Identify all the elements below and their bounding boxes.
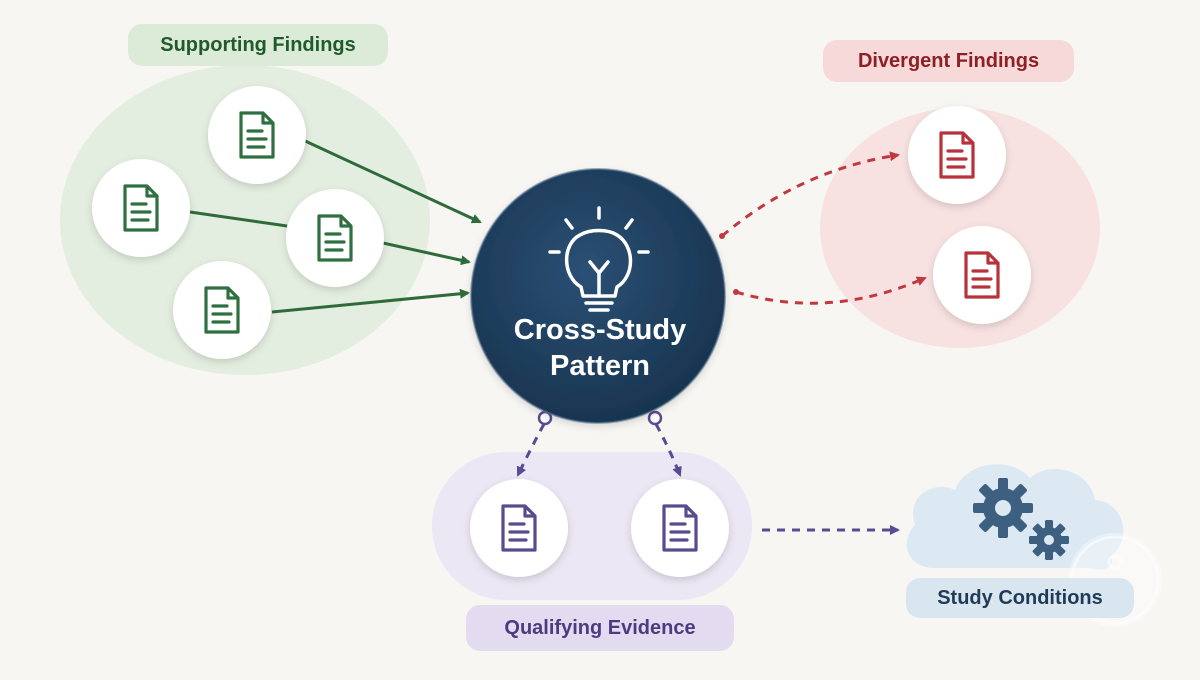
arrow-divergent-2-start xyxy=(733,289,739,295)
arrow-divergent-1-start xyxy=(719,233,725,239)
qualifying-doc-1 xyxy=(470,479,568,577)
qualifying-doc-2 xyxy=(631,479,729,577)
supporting-doc-1 xyxy=(208,86,306,184)
divergent-findings-label: Divergent Findings xyxy=(823,40,1074,82)
qualifying-port-right xyxy=(647,410,663,426)
divergent-arrows xyxy=(721,151,927,305)
study-conditions-label: Study Conditions xyxy=(906,578,1134,618)
arrow-qualifying-2 xyxy=(654,423,682,477)
arrow-support-2b xyxy=(382,241,471,266)
arrow-support-2a xyxy=(189,210,288,228)
supporting-findings-label: Supporting Findings xyxy=(128,24,388,66)
arrow-qualifying-1 xyxy=(516,423,546,477)
qualifying-arrows xyxy=(516,423,900,535)
gears-icon xyxy=(973,478,1069,560)
arrow-divergent-1 xyxy=(721,151,900,238)
arrow-divergent-2 xyxy=(735,276,927,305)
arrow-support-3 xyxy=(271,288,470,314)
supporting-arrows xyxy=(189,138,482,314)
center-title-line-1: Cross-Study xyxy=(513,314,687,346)
center-title: Cross-Study Pattern xyxy=(480,312,720,384)
divergent-group-bg xyxy=(820,108,1100,348)
supporting-doc-2 xyxy=(92,159,190,257)
qualifying-evidence-label: Qualifying Evidence xyxy=(466,605,734,651)
center-title-line-2: Pattern xyxy=(550,350,650,382)
lightbulb-icon xyxy=(548,206,650,312)
supporting-doc-3 xyxy=(286,189,384,287)
divergent-doc-2 xyxy=(933,226,1031,324)
supporting-doc-4 xyxy=(173,261,271,359)
divergent-doc-1 xyxy=(908,106,1006,204)
arrow-support-1 xyxy=(302,138,482,224)
